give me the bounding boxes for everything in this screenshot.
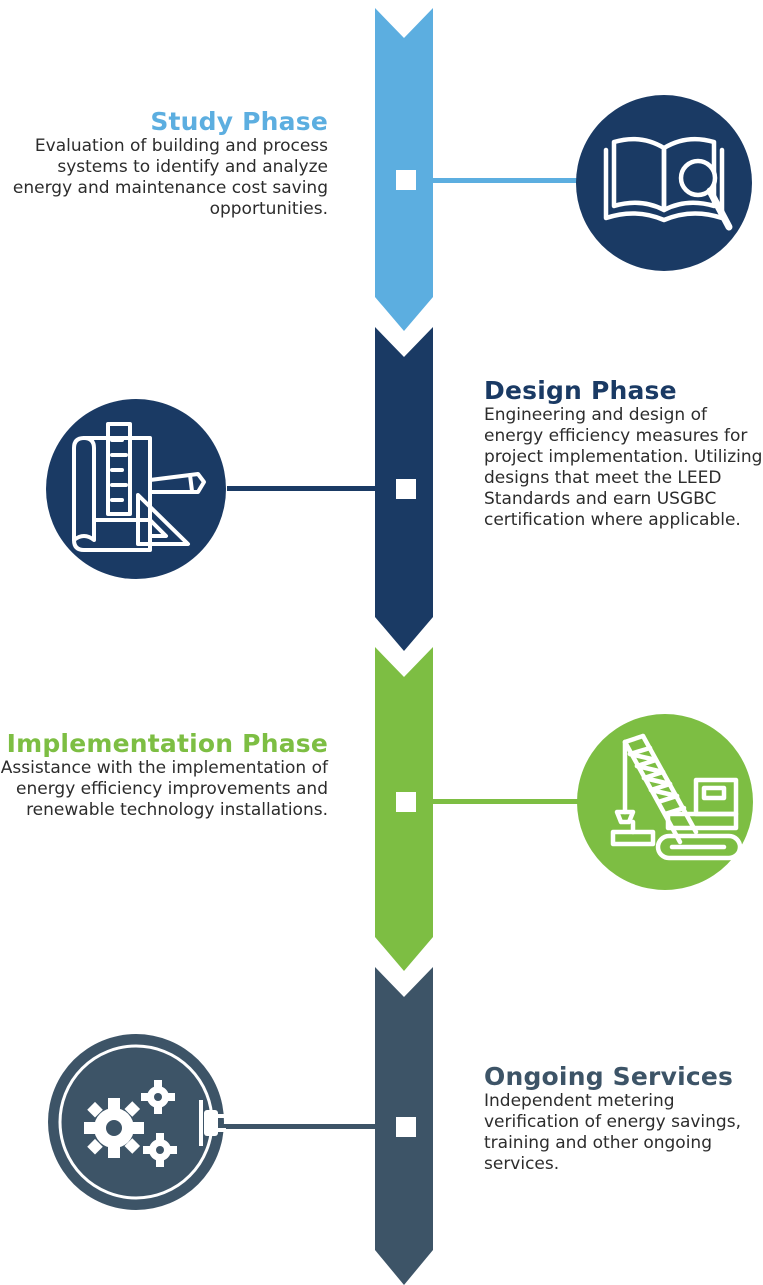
study-phase-description: Evaluation of building and process syste… [12, 136, 328, 219]
implementation-phase-description: Assistance with the implementation of en… [0, 758, 328, 820]
implementation-phase-title: Implementation Phase [6, 729, 328, 758]
connector-ongoing [222, 1124, 375, 1129]
blueprint-ruler-pencil-icon [46, 399, 226, 579]
book-magnifier-icon [576, 95, 752, 271]
ongoing-services-block: Ongoing Services Independent metering ve… [484, 1062, 763, 1175]
timeline-arrow-study [375, 8, 433, 331]
study-phase-title: Study Phase [150, 107, 328, 136]
design-phase-description: Engineering and design of energy efficie… [484, 405, 763, 530]
marker-design [396, 479, 416, 499]
study-phase-block: Study Phase Evaluation of building and p… [8, 107, 328, 220]
connector-study [433, 178, 593, 183]
marker-study [396, 170, 416, 190]
ongoing-services-title: Ongoing Services [484, 1062, 734, 1091]
gears-plug-icon [48, 1034, 226, 1210]
ongoing-services-description: Independent metering verification of ene… [484, 1091, 741, 1174]
connector-implementation [433, 799, 593, 804]
design-phase-block: Design Phase Engineering and design of e… [484, 376, 763, 531]
implementation-phase-block: Implementation Phase Assistance with the… [0, 729, 328, 821]
marker-implementation [396, 792, 416, 812]
marker-ongoing [396, 1117, 416, 1137]
design-phase-title: Design Phase [484, 376, 677, 405]
crawler-crane-icon [577, 714, 753, 890]
connector-design [227, 486, 375, 491]
